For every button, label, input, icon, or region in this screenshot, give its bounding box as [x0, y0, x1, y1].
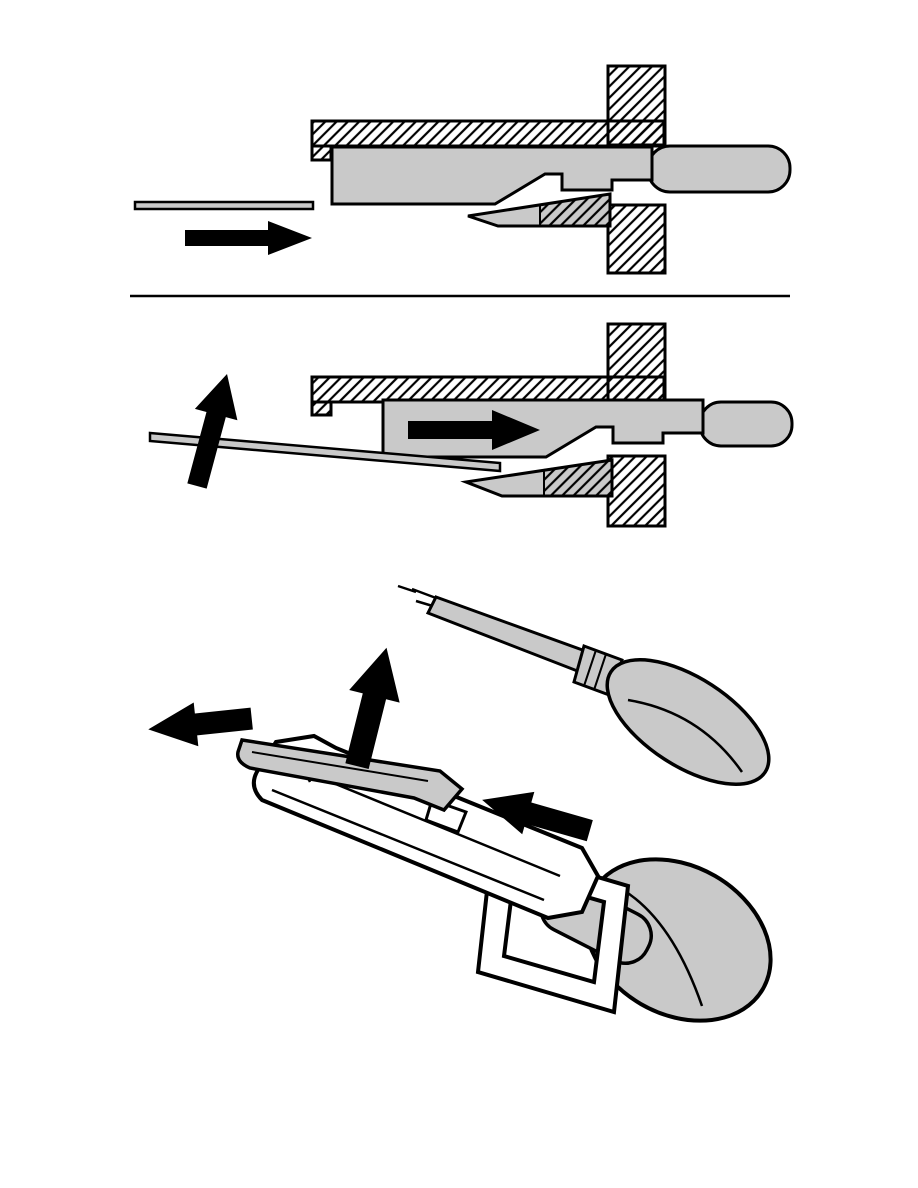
arrow-slide-right-icon: [408, 410, 540, 450]
arrow-lift-up-group: [187, 373, 238, 489]
housing-wall-lower-hatched: [606, 454, 667, 528]
terminal-body: [330, 145, 654, 206]
pick-ferrule-ridges: [583, 649, 607, 691]
housing-rail-step-hatched: [310, 400, 333, 417]
terminal-body: [381, 398, 705, 459]
wire-lead: [698, 400, 794, 448]
arrow-push-left-group: [482, 791, 593, 842]
housing-wall-lower-hatched: [606, 203, 667, 275]
terminal-lock-strip: [236, 738, 465, 813]
arrow-pull-up-group: [345, 647, 400, 770]
arrow-pull-left-icon: [148, 702, 253, 747]
pick-shaft: [425, 595, 590, 674]
housing-top-rail-hatched: [310, 119, 666, 148]
arrow-pull-up-icon: [345, 647, 400, 770]
arrow-push-left-icon: [482, 791, 593, 842]
release-tool-blade: [148, 431, 502, 473]
panel-step2: [148, 322, 794, 528]
arrow-pull-left-group: [148, 702, 253, 747]
panel-step3: [148, 584, 773, 1023]
lock-lance-hatch: [539, 192, 611, 227]
housing-top-rail-hatched: [310, 375, 666, 404]
lock-lance-hatch: [543, 458, 613, 497]
housing-rail-step-hatched: [310, 144, 333, 162]
panel-step1: [133, 64, 792, 275]
arrow-lift-up-icon: [187, 373, 238, 489]
pick-handle-contour: [627, 698, 744, 773]
lock-strip-contour: [251, 751, 429, 782]
wire-lead: [646, 144, 792, 194]
arrow-insert-right-icon: [185, 221, 312, 255]
release-tool-blade: [133, 200, 315, 211]
